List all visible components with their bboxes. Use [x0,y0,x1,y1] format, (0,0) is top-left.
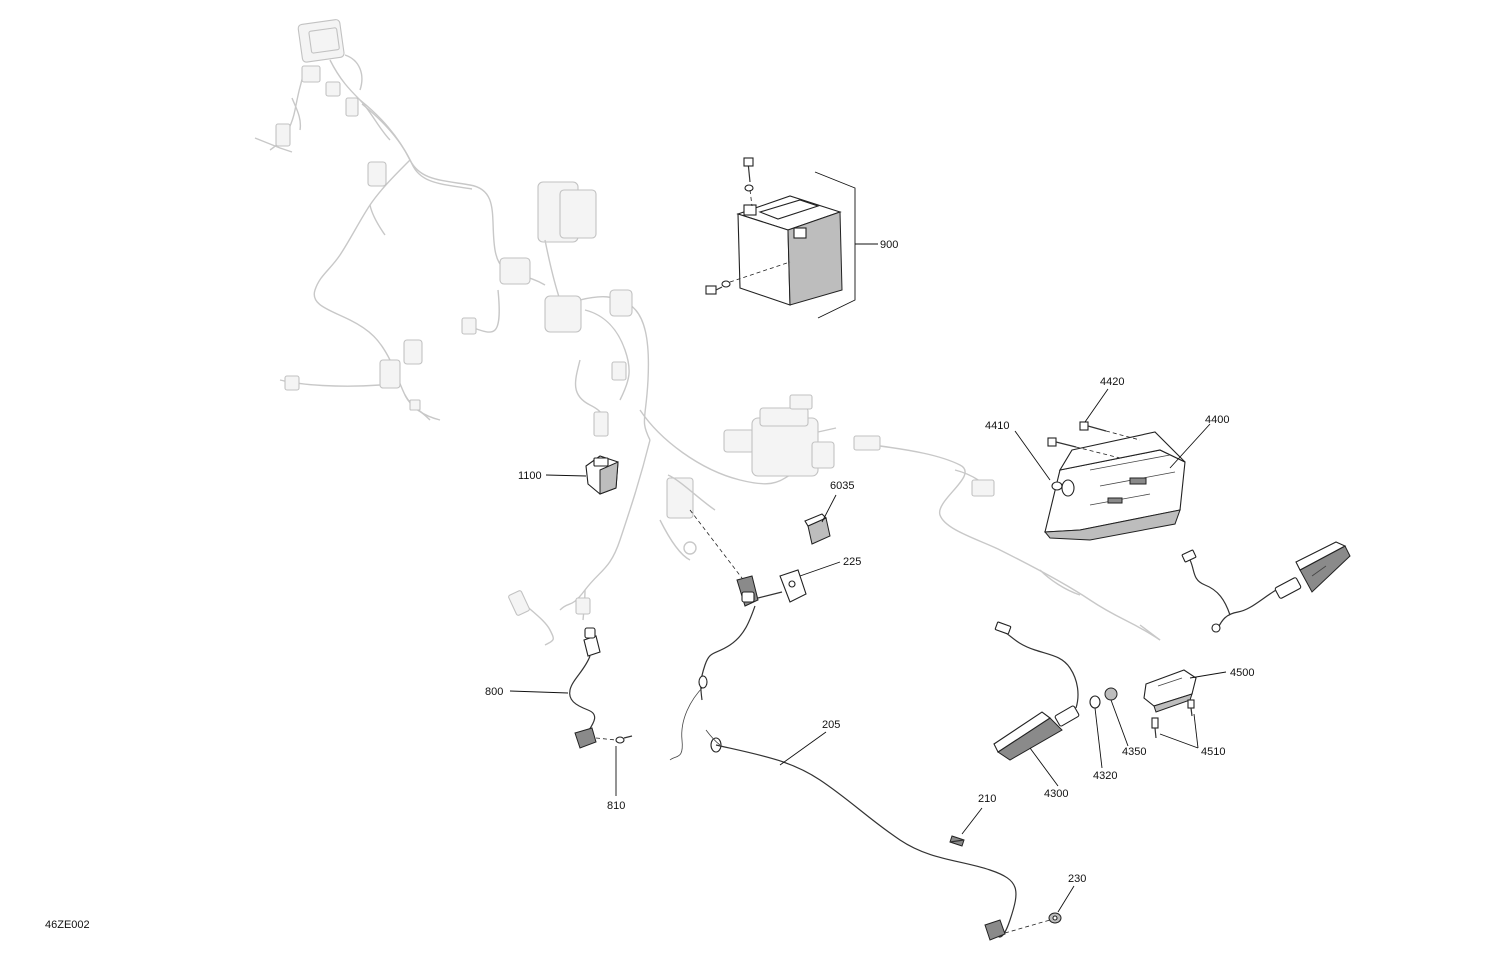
callout-205: 205 [822,719,840,731]
sensor-800 [509,627,633,796]
main-wiring-harness [254,19,1161,646]
callout-6035: 6035 [830,480,854,492]
nut-230 [1048,885,1075,924]
callout-225: 225 [843,556,861,568]
callout-900: 900 [880,239,898,251]
battery-900 [705,157,878,319]
callout-810: 810 [607,800,625,812]
callout-210: 210 [978,793,996,805]
cap-6035 [804,494,837,545]
callout-4350: 4350 [1122,746,1146,758]
clip-210 [949,807,983,847]
relay-1100 [545,455,619,495]
callout-800: 800 [485,686,503,698]
callout-1100: 1100 [518,470,542,482]
callout-4400: 4400 [1205,414,1229,426]
callout-230: 230 [1068,873,1086,885]
turn-signal-right [1181,541,1351,633]
callout-4500: 4500 [1230,667,1254,679]
drawing-code: 46ZE002 [45,919,90,931]
callout-4410: 4410 [985,420,1009,432]
turn-signal-4300 [993,621,1129,787]
callout-4420: 4420 [1100,376,1124,388]
callout-4510: 4510 [1201,746,1225,758]
license-light-4500 [1143,669,1227,749]
callout-4320: 4320 [1093,770,1117,782]
sensor-harness-205 [669,509,1051,941]
callout-4300: 4300 [1044,788,1068,800]
tail-light-4400 [1014,388,1211,541]
